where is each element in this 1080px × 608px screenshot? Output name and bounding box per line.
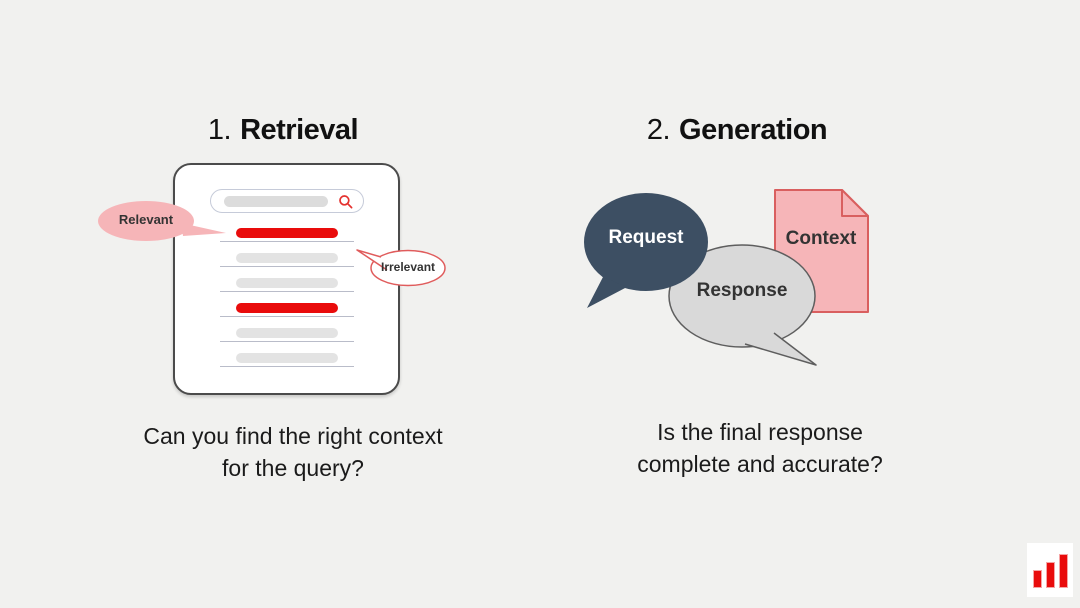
relevant-callout-bubble (98, 201, 226, 241)
result-divider (219, 366, 354, 367)
context-label: Context (785, 228, 857, 249)
generation-caption-line1: Is the final response (657, 419, 863, 445)
bar-chart-logo (1027, 543, 1073, 597)
result-row (175, 303, 398, 317)
result-row (175, 328, 398, 342)
response-bubble (668, 244, 817, 366)
search-bar-mock (210, 189, 364, 213)
result-row (175, 278, 398, 292)
retrieval-caption-line2: for the query? (222, 455, 364, 481)
logo-bar-medium (1046, 562, 1055, 588)
generation-caption: Is the final response complete and accur… (595, 416, 925, 480)
generation-title-number: 2. (646, 114, 671, 146)
result-divider (219, 316, 354, 317)
highlighted-result-bar (235, 228, 338, 238)
result-row (175, 353, 398, 367)
irrelevant-callout-bubble (356, 249, 446, 287)
result-divider (219, 266, 354, 267)
highlighted-result-bar (235, 303, 338, 313)
retrieval-title-word: Retrieval (240, 114, 359, 146)
result-bar (235, 278, 338, 288)
generation-caption-line2: complete and accurate? (637, 451, 883, 477)
retrieval-caption-line1: Can you find the right context (143, 423, 443, 449)
search-results (175, 228, 398, 378)
result-divider (219, 291, 354, 292)
magnifier-icon (339, 195, 353, 209)
result-row (175, 228, 398, 242)
search-placeholder-pill (224, 195, 328, 207)
result-divider (219, 241, 354, 242)
generation-diagram (584, 189, 869, 366)
retrieval-title-number: 1. (207, 114, 232, 146)
result-bar (235, 253, 338, 263)
request-bubble (584, 193, 708, 308)
generation-title: 2.Generation (577, 114, 897, 147)
result-divider (219, 341, 354, 342)
result-bar (235, 328, 338, 338)
response-label: Response (696, 280, 788, 301)
logo-bar-large (1059, 554, 1068, 588)
irrelevant-label: Irrelevant (380, 260, 436, 274)
generation-title-word: Generation (679, 114, 828, 146)
relevant-label: Relevant (118, 212, 174, 227)
result-bar (235, 353, 338, 363)
retrieval-title: 1.Retrieval (123, 114, 443, 147)
search-results-card (173, 163, 400, 395)
retrieval-caption: Can you find the right context for the q… (128, 420, 458, 484)
result-row (175, 253, 398, 267)
request-label: Request (608, 227, 684, 248)
logo-bar-small (1033, 570, 1042, 588)
